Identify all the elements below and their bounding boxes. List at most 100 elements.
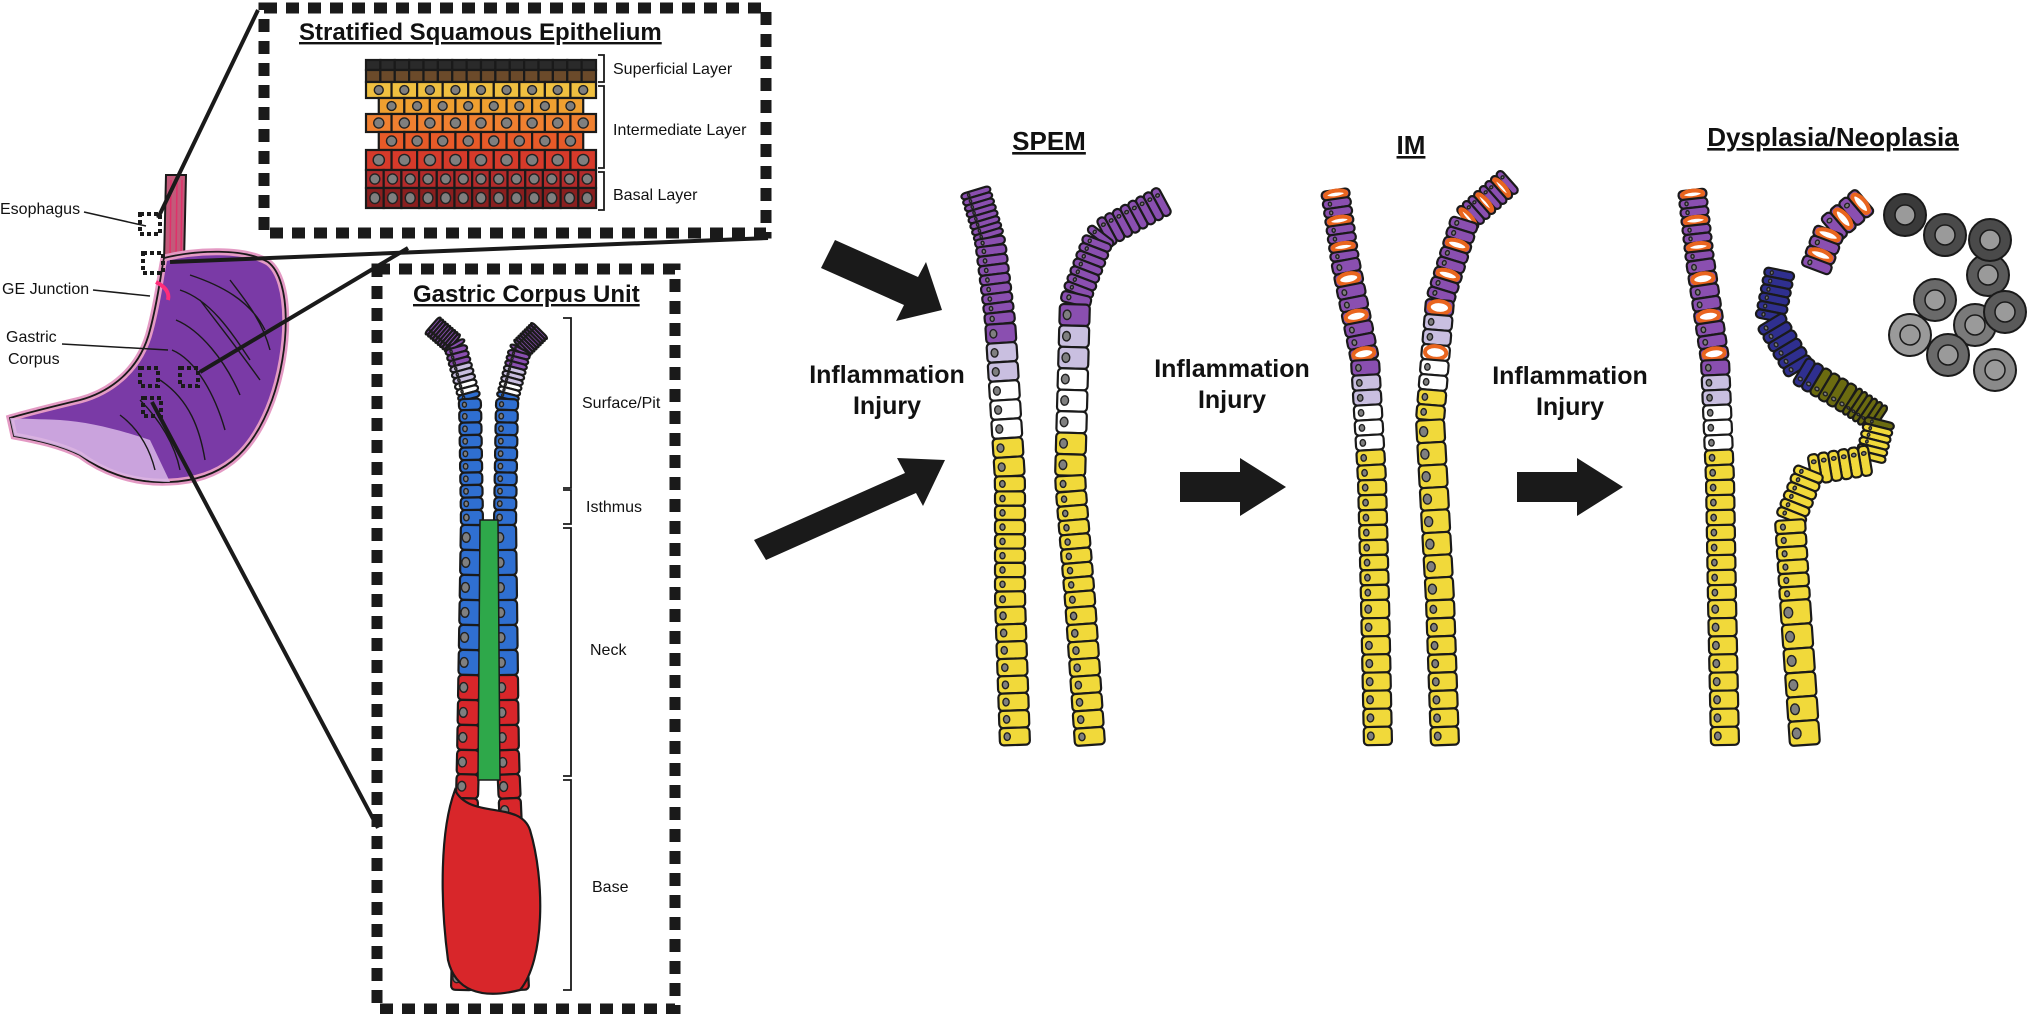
epithelial-cell [1691,294,1722,313]
epithelial-cell [1696,332,1728,351]
nucleus [1429,604,1438,614]
gastric-corpus-label-1: Gastric [6,329,57,346]
parietal-cells [477,519,501,781]
nucleus [1366,695,1375,705]
nucleus [1799,468,1804,475]
nucleus [977,228,982,233]
zone-label-base: Base [592,879,629,896]
epithelial-cell [993,576,1027,593]
nucleus [1357,408,1365,417]
nucleus [991,367,1000,377]
nucleus [578,84,589,96]
nucleus [1500,175,1505,180]
nucleus [1426,560,1436,573]
nucleus [1814,386,1820,392]
nucleus [457,378,461,383]
nucleus [986,286,992,293]
nucleus [488,135,500,147]
epithelial-cell [1420,343,1451,362]
nucleus [460,606,470,618]
epithelial-cell [991,436,1025,459]
epithelial-cell [1429,725,1460,747]
nucleus [399,84,410,96]
nucleus [551,153,564,167]
epithelial-cell [1700,358,1731,377]
nucleus [985,277,990,283]
nucleus [539,100,551,112]
epithelial-cell [1428,707,1460,729]
epithelial-cell [1415,418,1447,445]
nucleus [1131,205,1137,211]
nucleus [386,100,397,112]
epithelial-cell [996,674,1030,695]
nucleus [1709,483,1717,492]
nucleus [498,412,505,420]
nucleus [1779,523,1787,531]
nucleus [459,681,469,693]
nucleus [1327,201,1333,207]
nucleus [457,191,469,205]
corpus-panel: Gastric Corpus Unit Surface/Pit Isthmus … [371,263,681,1014]
step1-line1: Inflammation [809,361,965,389]
step2-line2: Injury [1198,386,1266,414]
nucleus [506,372,510,377]
nucleus [1782,510,1788,516]
nucleus [398,117,411,129]
nucleus [1366,713,1375,723]
squamous-cell [566,68,583,84]
nucleus [1781,550,1788,558]
epithelial-cell [1058,302,1091,328]
epithelial-cell [1776,558,1810,576]
epithelial-cell [455,748,481,776]
squamous-cell [523,68,540,84]
nucleus [995,424,1004,434]
nucleus [1074,680,1083,690]
epithelial-cell [456,723,481,752]
epithelial-cell [1708,671,1739,692]
nucleus [1814,239,1821,246]
nucleus [577,117,589,129]
nucleus [1797,376,1804,382]
nucleus [460,581,471,593]
squamous-cell [379,58,396,72]
epithelial-cell [1358,538,1389,557]
squamous-cell [408,58,425,72]
nucleus [1773,341,1779,348]
squamous-cell [479,58,497,72]
nucleus [462,437,469,445]
nucleus [1820,457,1827,463]
corpus-title: Gastric Corpus Unit [413,281,640,308]
nucleus [462,450,469,458]
step-labels: Inflammation Injury Inflammation Injury … [809,355,1648,421]
epithelial-cell [1427,671,1459,693]
arrow-upper [821,240,942,321]
epithelial-cell [458,433,483,449]
epithelial-cell [1362,707,1393,729]
epithelial-cell [1701,403,1733,422]
nucleus [1362,513,1370,522]
epithelial-cell [1361,653,1392,674]
epithelial-cell [1421,530,1453,557]
nucleus [1846,406,1851,410]
epithelial-cell [1361,671,1392,692]
decor: Esophagus GE Junction Gastric Corpus Str… [0,2,1959,1014]
nucleus [999,537,1006,546]
nucleus [1869,419,1874,424]
nucleus [526,84,538,96]
arrows [754,240,1623,560]
squamous-cell [551,68,569,84]
tumor-cell [1888,313,1932,357]
tumor-nucleus [1924,289,1946,311]
squamous-cell [508,58,526,72]
nucleus [1365,658,1374,669]
epithelial-cell [1709,707,1740,729]
nucleus [450,355,455,360]
nucleus [458,731,468,743]
epithelial-cell [984,322,1018,345]
epithelial-cell [989,398,1023,421]
nucleus [1768,333,1774,340]
nucleus [563,173,576,185]
nucleus [990,347,999,358]
nucleus [475,84,487,96]
nucleus [1427,317,1435,326]
